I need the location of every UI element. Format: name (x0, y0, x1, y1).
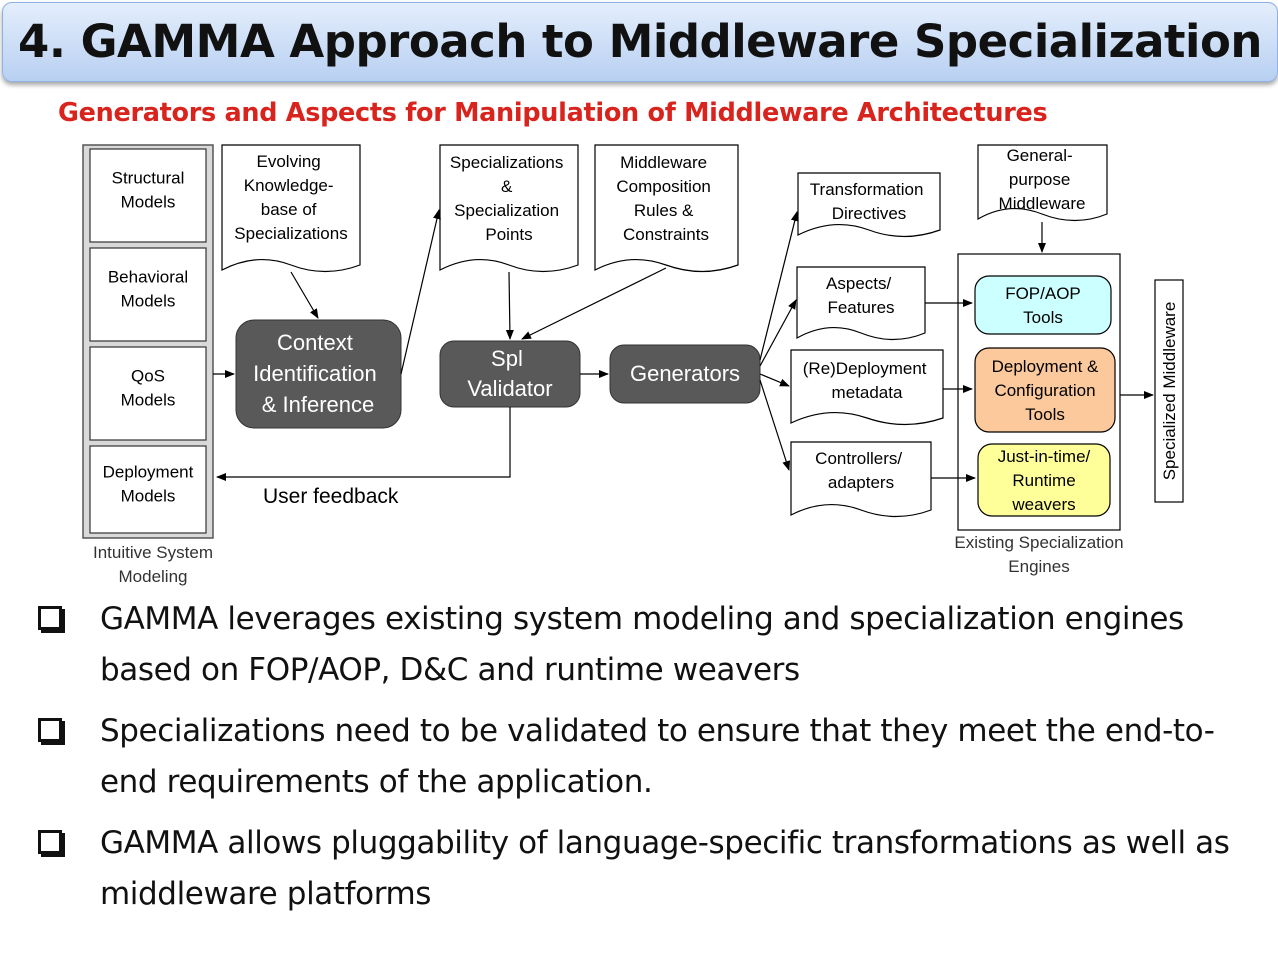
aspects-features-text: Aspects/ Features (826, 274, 896, 317)
bullet-item: Specializations need to be validated to … (38, 706, 1258, 808)
redeployment-metadata-doc (790, 349, 944, 426)
redeployment-metadata-text: (Re)Deployment metadata (803, 359, 932, 402)
bullet-text: GAMMA leverages existing system modeling… (100, 601, 1184, 688)
specializations-doc (439, 144, 579, 273)
model-box (89, 346, 207, 441)
connector-arrows (213, 209, 1154, 482)
slide-title: 4. GAMMA Approach to Middleware Speciali… (18, 15, 1262, 68)
engines-caption-line1: Existing Specialization (954, 533, 1123, 552)
transformation-directives-text: Transformation Directives (810, 180, 928, 223)
composition-rules-text: Middleware Composition Rules & Constrain… (616, 153, 715, 244)
bullet-list: GAMMA leverages existing system modeling… (38, 594, 1258, 930)
controllers-adapters-text: Controllers/ adapters (815, 449, 907, 492)
specialized-middleware-text: Specialized Middleware (1160, 302, 1179, 481)
specialized-middleware-box (1154, 279, 1184, 503)
models-caption-line2: Modeling (119, 567, 188, 586)
transformation-directives-doc (797, 172, 941, 238)
model-box (89, 445, 207, 534)
model-box (89, 247, 207, 342)
general-purpose-middleware-text: General- purpose Middleware (999, 146, 1086, 213)
user-feedback-label: User feedback (263, 485, 399, 508)
engines-caption-line2: Engines (1008, 557, 1069, 576)
slide-subtitle: Generators and Aspects for Manipulation … (58, 98, 1048, 128)
title-bar: 4. GAMMA Approach to Middleware Speciali… (2, 2, 1278, 82)
context-inference-text: Context Identification & Inference (253, 330, 383, 417)
checkbox-bullet-icon (38, 718, 62, 742)
evolving-knowledge-text: Evolving Knowledge- base of Specializati… (234, 152, 347, 243)
checkbox-bullet-icon (38, 606, 62, 630)
engine-box (974, 275, 1112, 335)
specializations-text: Specializations & Specialization Points (450, 153, 568, 244)
aspects-features-doc (796, 266, 926, 341)
evolving-knowledge-doc (221, 144, 361, 273)
generators-text: Generators (630, 361, 740, 386)
general-purpose-middleware-doc (977, 144, 1108, 222)
model-box (89, 148, 207, 243)
spl-validator-text: Spl Validator (467, 346, 552, 401)
checkbox-bullet-icon (38, 830, 62, 854)
bullet-text: GAMMA allows pluggability of language-sp… (100, 825, 1230, 912)
bullet-item: GAMMA leverages existing system modeling… (38, 594, 1258, 696)
composition-rules-doc (594, 144, 739, 273)
bullet-text: Specializations need to be validated to … (100, 713, 1215, 800)
models-caption-line1: Intuitive System (93, 543, 213, 562)
engine-box (974, 347, 1116, 433)
bullet-item: GAMMA allows pluggability of language-sp… (38, 818, 1258, 920)
engine-box (977, 443, 1111, 517)
controllers-adapters-doc (790, 441, 932, 518)
